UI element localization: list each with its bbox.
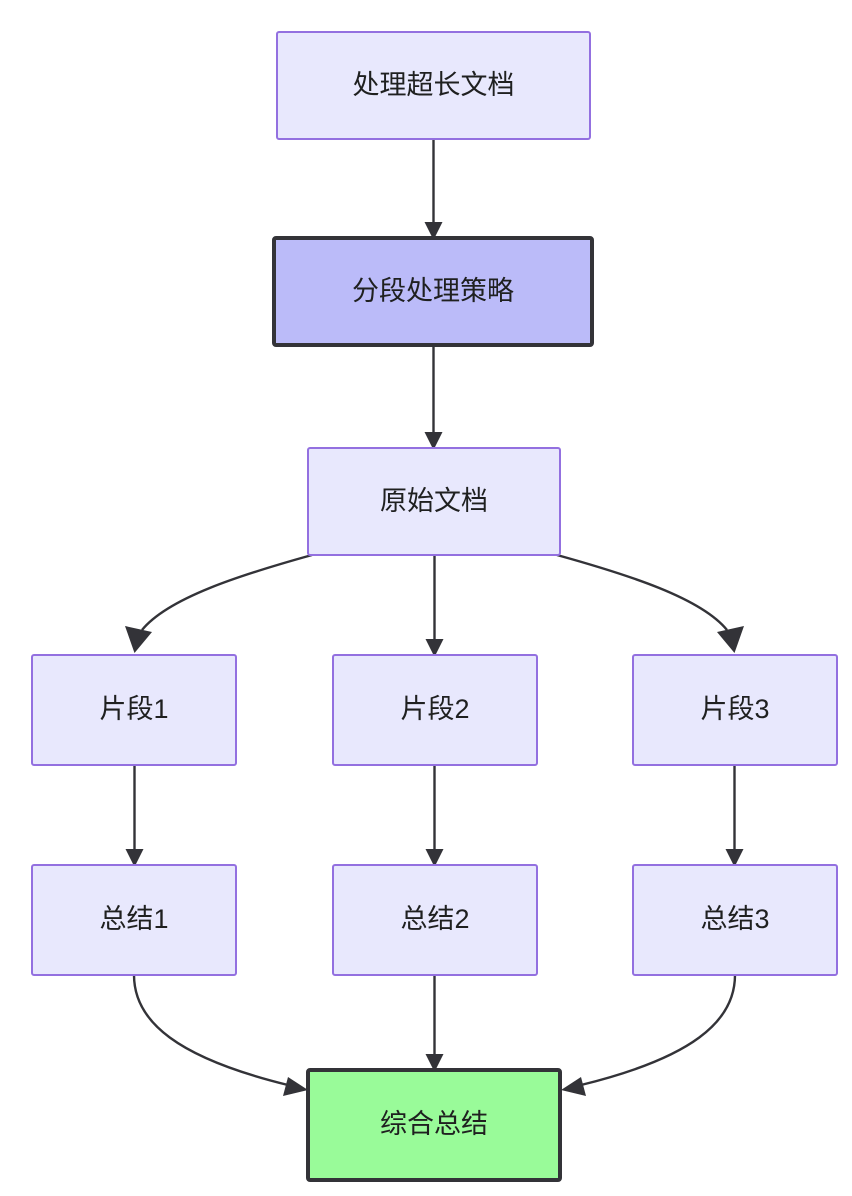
node-source-label: 原始文档	[380, 486, 488, 516]
node-summary1[interactable]: 总结1	[31, 864, 237, 976]
edges-layer	[125, 139, 744, 1096]
edge-source-to-chunk2	[425, 555, 444, 657]
node-doc-box[interactable]	[276, 31, 591, 140]
node-summary1-box[interactable]	[31, 864, 237, 976]
node-doc-label: 处理超长文档	[353, 70, 515, 100]
node-final-box[interactable]	[306, 1068, 562, 1182]
node-chunk3-box[interactable]	[632, 654, 838, 766]
node-chunk1[interactable]: 片段1	[31, 654, 237, 766]
node-source-box[interactable]	[307, 447, 561, 556]
nodes-layer: 处理超长文档 分段处理策略 原始文档 片段1 片段2 片段3 总结1	[31, 31, 838, 1182]
node-source[interactable]: 原始文档	[307, 447, 561, 556]
node-final-label: 综合总结	[380, 1109, 488, 1139]
node-strategy-label: 分段处理策略	[352, 276, 514, 306]
edge-summary1-to-final	[132, 974, 308, 1096]
edge-chunk3-to-summary3	[725, 765, 744, 867]
edge-chunk1-to-summary1	[125, 765, 144, 867]
node-chunk2[interactable]: 片段2	[332, 654, 538, 766]
edge-summary3-to-final	[561, 974, 737, 1096]
edge-summary2-to-final	[425, 975, 444, 1072]
node-doc[interactable]: 处理超长文档	[276, 31, 591, 140]
edge-source-to-chunk1	[125, 553, 313, 653]
node-final[interactable]: 综合总结	[306, 1068, 562, 1182]
node-chunk3[interactable]: 片段3	[632, 654, 838, 766]
node-chunk1-box[interactable]	[31, 654, 237, 766]
edge-source-to-chunk3	[556, 553, 744, 653]
edge-chunk2-to-summary2	[425, 765, 444, 867]
node-strategy-box[interactable]	[272, 236, 594, 347]
edge-strategy-to-source	[424, 345, 443, 450]
edge-doc-to-strategy	[424, 139, 443, 240]
node-summary3-label: 总结3	[700, 904, 769, 934]
node-summary3[interactable]: 总结3	[632, 864, 838, 976]
node-summary2-label: 总结2	[400, 904, 469, 934]
node-chunk1-label: 片段1	[99, 694, 168, 724]
node-summary1-label: 总结1	[99, 904, 168, 934]
node-summary2-box[interactable]	[332, 864, 538, 976]
node-chunk3-label: 片段3	[700, 694, 769, 724]
node-summary2[interactable]: 总结2	[332, 864, 538, 976]
node-summary3-box[interactable]	[632, 864, 838, 976]
node-strategy[interactable]: 分段处理策略	[272, 236, 594, 347]
node-chunk2-box[interactable]	[332, 654, 538, 766]
node-chunk2-label: 片段2	[400, 694, 469, 724]
